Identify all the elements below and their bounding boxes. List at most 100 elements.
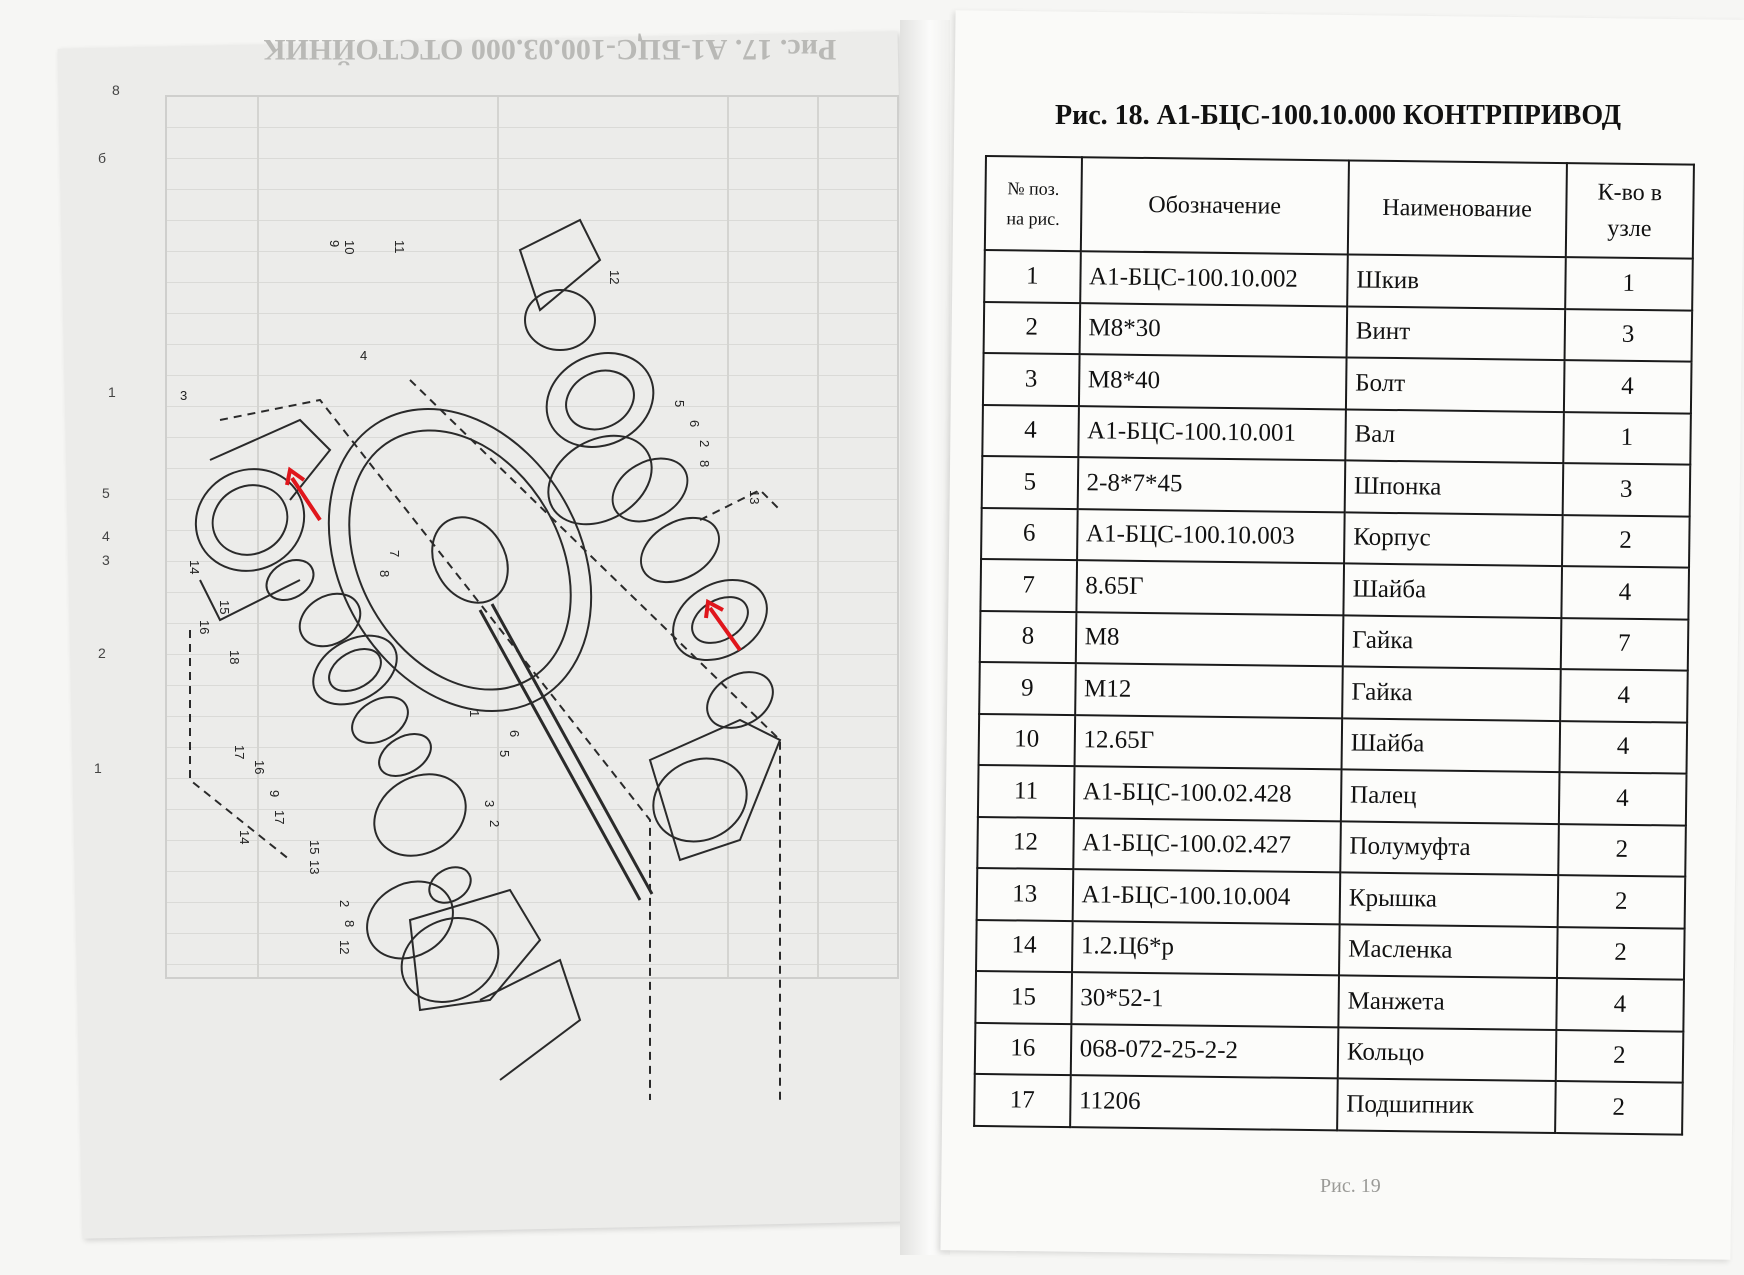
cell-qty: 2	[1557, 823, 1686, 877]
cell-qty: 4	[1555, 978, 1684, 1032]
margin-mark: 3	[102, 552, 110, 568]
cell-designation: А1-БЦС-100.02.428	[1073, 766, 1342, 821]
parts-table: № поз. на рис. Обозначение Наименование …	[973, 155, 1695, 1136]
cell-pos: 5	[981, 455, 1078, 509]
cell-qty: 4	[1563, 360, 1692, 414]
cell-name: Масленка	[1338, 923, 1558, 979]
pulley-shape	[327, 408, 593, 712]
callout-label: 16	[252, 760, 267, 774]
callout-label: 16	[197, 620, 212, 634]
col-header-qty: К-во в узле	[1565, 163, 1694, 259]
cell-qty: 4	[1560, 566, 1690, 620]
col-header-qty-line2: узле	[1607, 215, 1652, 243]
callout-label: 6	[507, 730, 522, 737]
cell-designation: 12.65Г	[1074, 714, 1343, 770]
cell-name: Кольцо	[1337, 1026, 1556, 1082]
cell-name: Палец	[1340, 769, 1560, 824]
callout-label: 10	[342, 240, 357, 254]
cell-name: Крышка	[1339, 872, 1558, 927]
cell-name: Манжета	[1338, 975, 1557, 1030]
callout-label: 5	[672, 400, 687, 407]
callout-label: 15	[307, 840, 322, 854]
figure-title: Рис. 18. А1-БЦС-100.10.000 КОНТРПРИВОД	[1055, 100, 1621, 131]
callout-label: 9	[327, 240, 342, 247]
table-header-row: № поз. на рис. Обозначение Наименование …	[984, 156, 1694, 259]
cell-pos: 4	[982, 404, 1079, 458]
cell-pos: 12	[977, 816, 1074, 870]
cell-name: Вал	[1345, 408, 1564, 464]
callout-label: 13	[307, 860, 322, 874]
cell-qty: 4	[1559, 669, 1688, 723]
shaft-line	[478, 609, 642, 901]
cell-qty: 2	[1557, 875, 1686, 929]
cell-name: Шайба	[1343, 563, 1562, 618]
cell-qty: 7	[1560, 617, 1689, 671]
bleed-through-title: Рис. 17. А1-БЦС-100.03.000 ОТСТОЙНИК	[263, 33, 837, 66]
cell-name: Подшипник	[1337, 1078, 1556, 1133]
cell-qty: 3	[1564, 308, 1693, 362]
cell-designation: 1.2.Ц6*р	[1071, 920, 1340, 976]
cell-pos: 1	[984, 250, 1081, 303]
margin-mark: 4	[102, 528, 110, 544]
cell-pos: 16	[974, 1022, 1072, 1076]
cell-qty: 1	[1564, 257, 1693, 311]
cell-qty: 4	[1558, 772, 1687, 826]
callout-label: 18	[227, 650, 242, 664]
book-gutter	[900, 20, 950, 1255]
col-header-designation: Обозначение	[1080, 157, 1349, 255]
annotation-arrow	[285, 466, 306, 486]
callout-label: 1	[467, 710, 482, 717]
cell-designation: 8.65Г	[1076, 560, 1344, 615]
margin-mark: 1	[108, 384, 116, 400]
col-header-qty-line1: К-во в	[1597, 179, 1663, 207]
callout-label: 3	[180, 388, 187, 403]
left-housing-shape	[194, 468, 306, 572]
callout-label: 11	[392, 240, 407, 254]
callout-label: 3	[482, 800, 497, 807]
cell-qty: 3	[1562, 463, 1691, 517]
callout-label: 14	[187, 560, 202, 574]
margin-mark: 1	[94, 760, 102, 776]
cell-designation: 30*52-1	[1071, 972, 1339, 1027]
callout-label: 8	[342, 920, 357, 927]
cell-name: Гайка	[1342, 614, 1561, 670]
cell-name: Болт	[1345, 357, 1565, 412]
cell-qty: 2	[1556, 926, 1685, 980]
annotation-arrow	[704, 598, 724, 619]
cell-pos: 15	[975, 970, 1072, 1024]
cell-qty: 2	[1554, 1081, 1683, 1135]
cell-designation: М8	[1075, 611, 1344, 667]
bleed-through-table	[165, 95, 899, 979]
cell-pos: 7	[980, 558, 1077, 612]
cell-pos: 8	[979, 610, 1077, 664]
col-header-pos-line2: на рис.	[1006, 208, 1060, 229]
cell-name: Полумуфта	[1340, 820, 1559, 876]
margin-mark: 5	[102, 485, 110, 501]
callout-label: 12	[337, 940, 352, 954]
cell-pos: 11	[977, 764, 1075, 818]
annotation-arrow	[290, 476, 322, 522]
cell-designation: А1-БЦС-100.10.002	[1079, 251, 1348, 306]
bleed-through-footer: Рис. 19	[1320, 1175, 1381, 1197]
cell-designation: 2-8*7*45	[1077, 457, 1346, 512]
cell-designation: М12	[1074, 663, 1343, 718]
cell-designation: 11206	[1069, 1075, 1338, 1130]
cell-name: Шкив	[1347, 254, 1566, 309]
callout-label: 13	[747, 490, 762, 504]
callout-label: 2	[337, 900, 352, 907]
col-header-name: Наименование	[1347, 160, 1567, 258]
callout-label: 7	[387, 550, 402, 557]
